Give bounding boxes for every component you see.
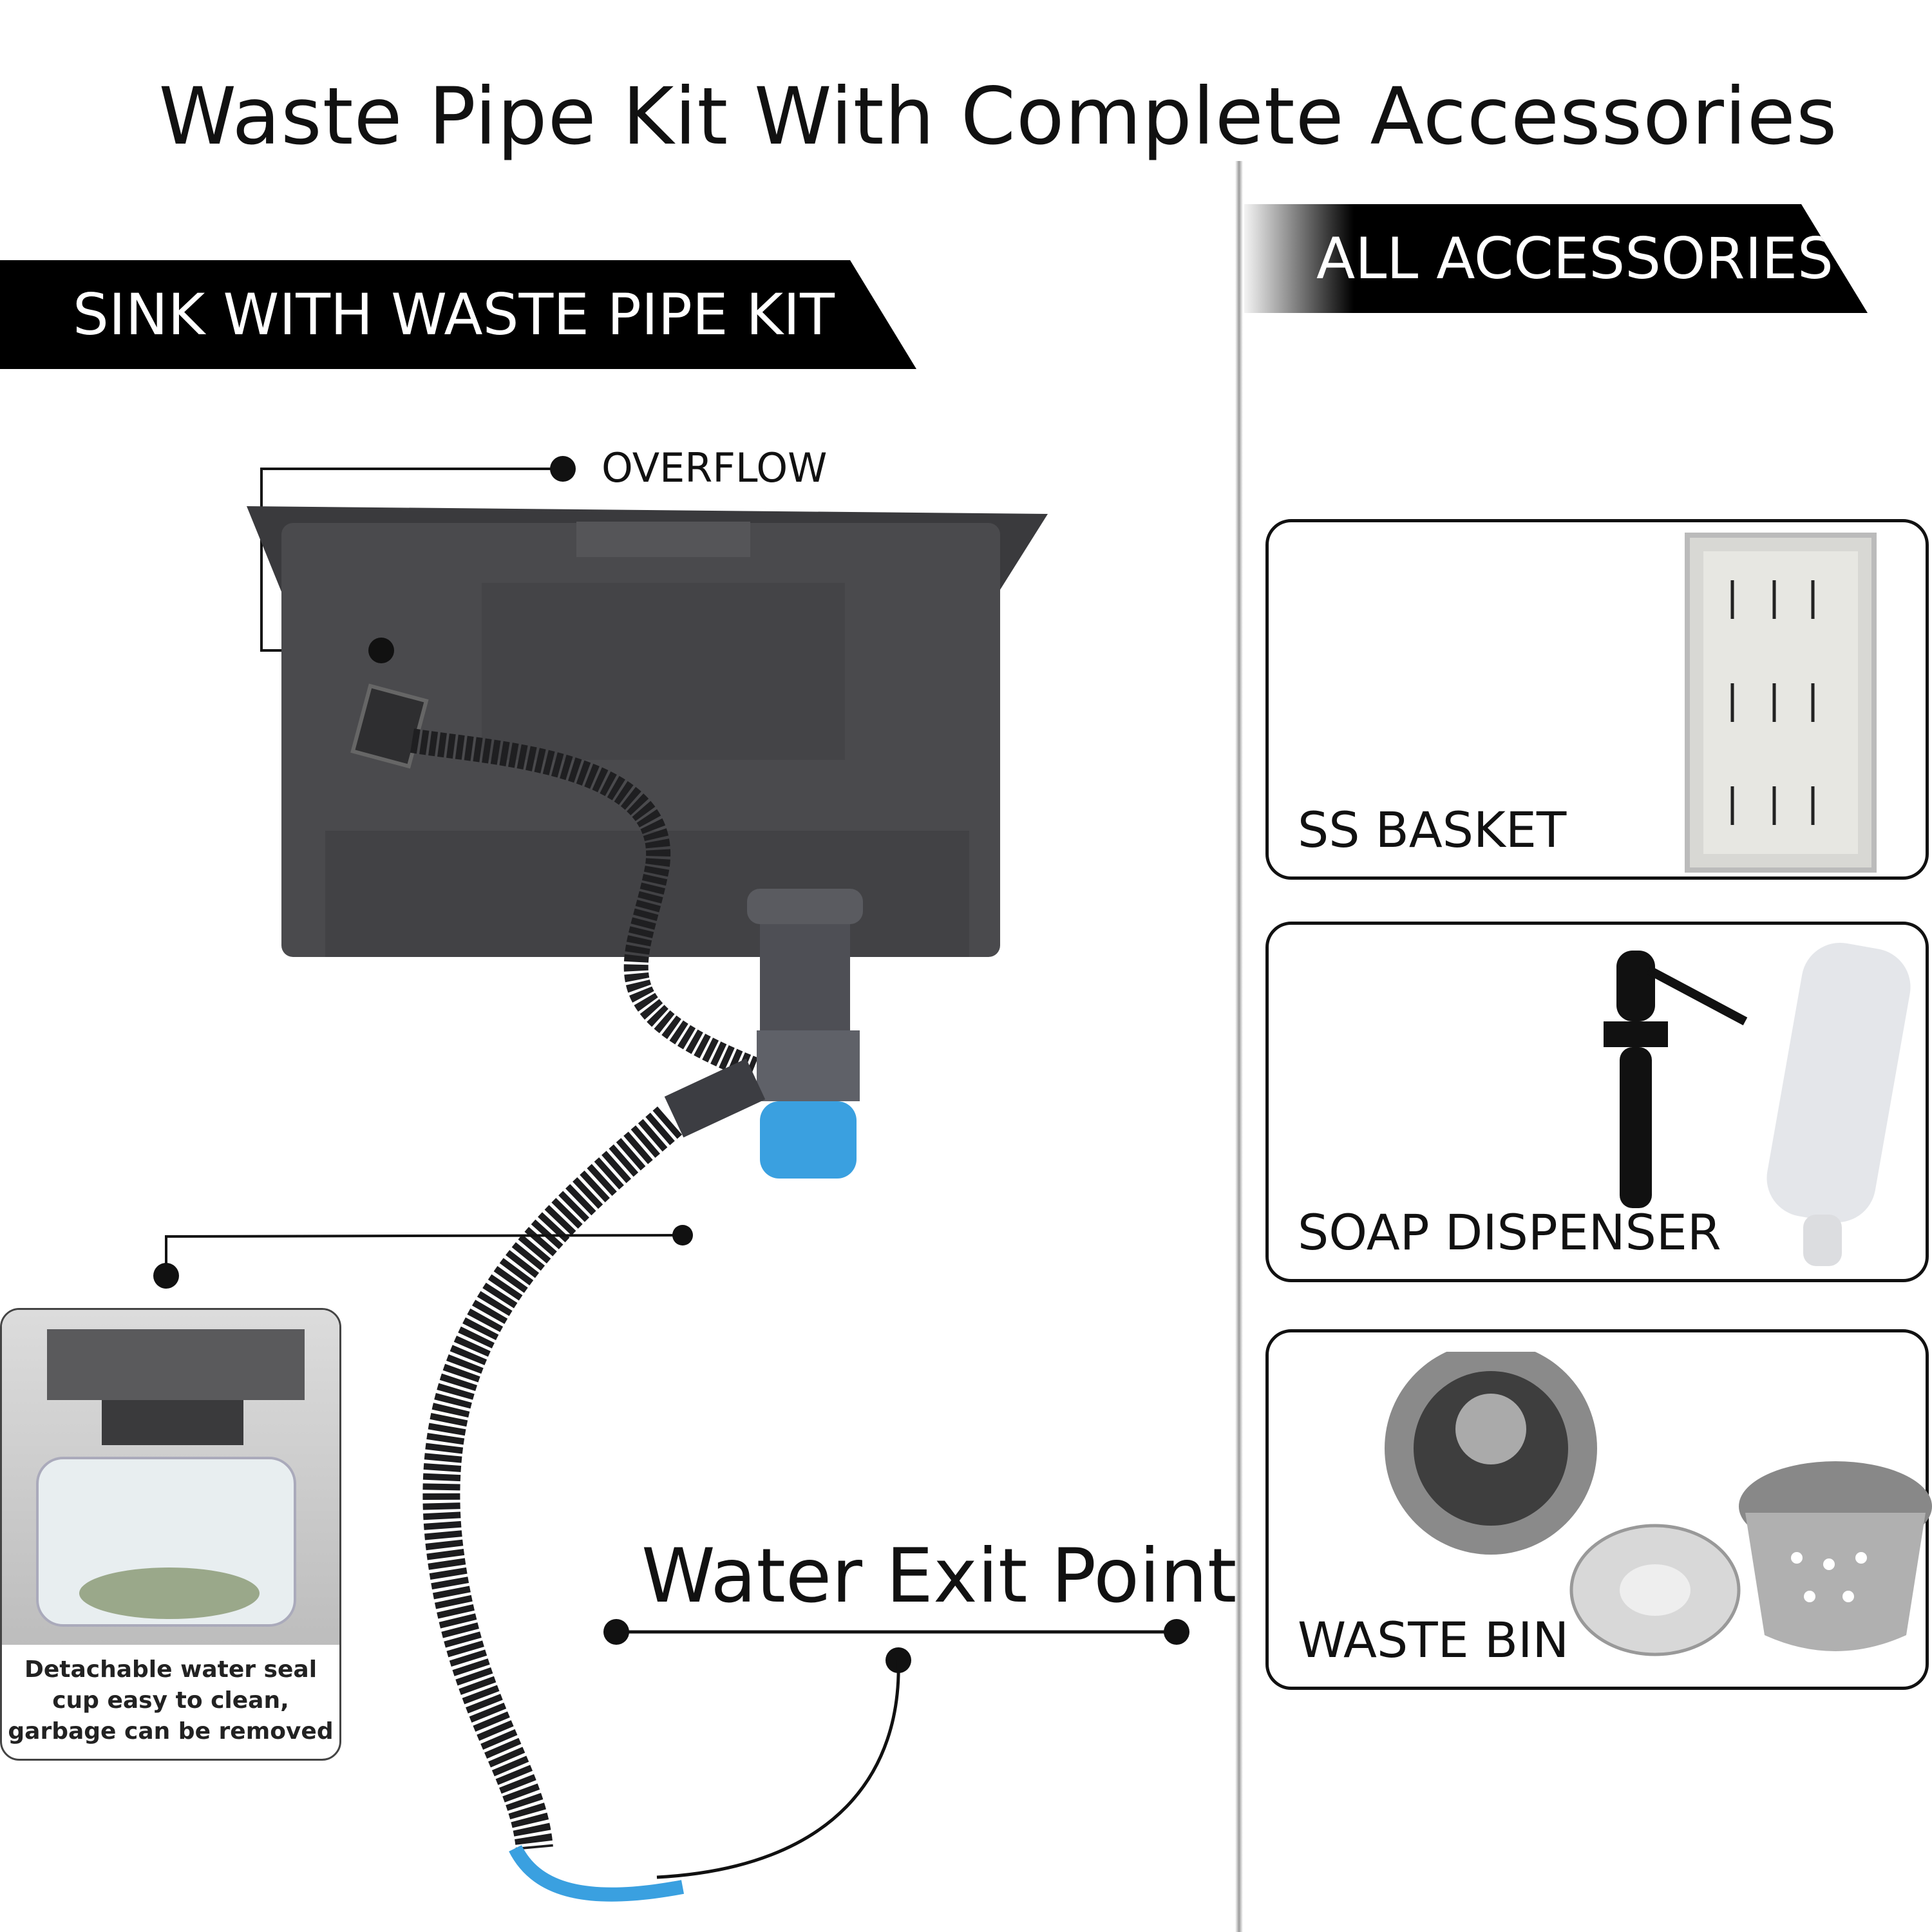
seal-callout-line [165, 1234, 683, 1276]
overflow-slot [576, 522, 750, 557]
ss-basket-label: SS BASKET [1298, 801, 1567, 858]
page-title: Waste Pipe Kit With Complete Accessories [158, 71, 1838, 162]
trap-body [757, 1030, 860, 1101]
overflow-hose [410, 728, 759, 1081]
overflow-dot [550, 456, 576, 482]
seal-callout-dot [153, 1263, 179, 1289]
accessories-banner-label: ALL ACCESSORIES [1316, 225, 1833, 292]
drain-flange [747, 889, 863, 924]
exit-pointer-line [656, 1660, 900, 1879]
sink-kit-banner: SINK WITH WASTE PIPE KIT [0, 260, 916, 369]
accessory-card-ss-basket: SS BASKET [1265, 519, 1929, 880]
water-splash [509, 1844, 685, 1902]
seal-callout-target-dot [672, 1225, 693, 1245]
sink-illustration [153, 456, 1189, 1902]
accessory-card-soap-dispenser: SOAP DISPENSER [1265, 922, 1929, 1282]
water-exit-label: Water Exit Point [641, 1533, 1237, 1620]
water-seal-cup [760, 1101, 857, 1179]
soap-dispenser-label: SOAP DISPENSER [1298, 1204, 1721, 1261]
exit-dot-left [603, 1619, 629, 1645]
water-seal-inset: Detachable water seal cup easy to clean,… [0, 1308, 341, 1761]
waste-bin-label: WASTE BIN [1298, 1611, 1569, 1669]
accessories-banner: ALL ACCESSORIES [1244, 204, 1868, 313]
water-seal-caption: Detachable water seal cup easy to clean,… [8, 1656, 334, 1745]
trap-connector [664, 1058, 766, 1138]
sink-pad [482, 583, 845, 760]
section-divider [1235, 161, 1243, 1932]
water-seal-cup-photo [2, 1310, 339, 1645]
waste-bin-image [1385, 1352, 1932, 1656]
waste-hose [422, 1106, 683, 1850]
sink-kit-banner-label: SINK WITH WASTE PIPE KIT [73, 281, 835, 348]
soap-dispenser-image [1604, 943, 1911, 1266]
accessory-card-waste-bin: WASTE BIN [1265, 1329, 1932, 1690]
overflow-target-dot [368, 638, 394, 663]
ss-basket-image [1685, 533, 1877, 873]
exit-dot-right [1164, 1619, 1189, 1645]
overflow-label: OVERFLOW [601, 444, 828, 491]
